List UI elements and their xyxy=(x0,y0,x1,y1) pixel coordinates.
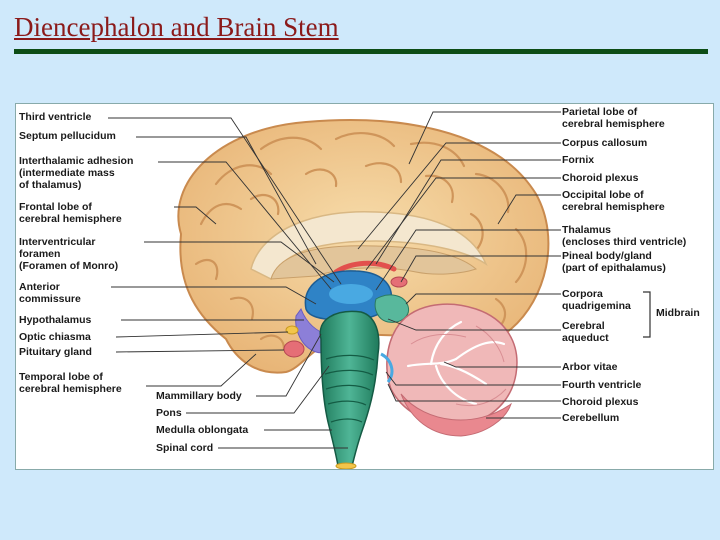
brain-diagram-panel: Third ventricle Septum pellucidum Intert… xyxy=(15,103,714,470)
label-septum-pellucidum: Septum pellucidum xyxy=(19,130,116,142)
label-fornix: Fornix xyxy=(562,154,594,166)
midbrain-bracket xyxy=(643,292,650,337)
label-thalamus: Thalamus (encloses third ventricle) xyxy=(562,224,686,248)
label-hypothalamus: Hypothalamus xyxy=(19,314,91,326)
label-temporal-lobe: Temporal lobe of cerebral hemisphere xyxy=(19,371,122,395)
label-third-ventricle: Third ventricle xyxy=(19,111,91,123)
cerebellum-shape xyxy=(387,304,517,436)
corpora-shape xyxy=(375,295,408,322)
label-corpus-callosum: Corpus callosum xyxy=(562,137,647,149)
label-optic-chiasma: Optic chiasma xyxy=(19,331,91,343)
label-interventricular-foramen: Interventricular foramen (Foramen of Mon… xyxy=(19,236,118,272)
label-frontal-lobe: Frontal lobe of cerebral hemisphere xyxy=(19,201,122,225)
label-interthalamic-adhesion: Interthalamic adhesion (intermediate mas… xyxy=(19,155,133,191)
pineal-shape xyxy=(391,277,407,287)
label-occipital-lobe: Occipital lobe of cerebral hemisphere xyxy=(562,189,665,213)
label-fourth-ventricle: Fourth ventricle xyxy=(562,379,641,391)
label-parietal-lobe: Parietal lobe of cerebral hemisphere xyxy=(562,106,665,130)
label-cerebellum: Cerebellum xyxy=(562,412,619,424)
optic-chiasma-shape xyxy=(286,326,298,334)
label-spinal-cord: Spinal cord xyxy=(156,442,213,454)
page-title: Diencephalon and Brain Stem xyxy=(14,12,339,43)
label-pons: Pons xyxy=(156,407,182,419)
label-anterior-commissure: Anterior commissure xyxy=(19,281,81,305)
label-pineal-body: Pineal body/gland (part of epithalamus) xyxy=(562,250,666,274)
title-underline-bar xyxy=(14,49,708,54)
label-midbrain: Midbrain xyxy=(656,307,700,319)
label-choroid-plexus-top: Choroid plexus xyxy=(562,172,638,184)
label-pituitary-gland: Pituitary gland xyxy=(19,346,92,358)
brain-stem xyxy=(320,311,379,469)
label-arbor-vitae: Arbor vitae xyxy=(562,361,617,373)
label-medulla-oblongata: Medulla oblongata xyxy=(156,424,248,436)
label-mammillary-body: Mammillary body xyxy=(156,390,242,402)
pituitary-shape xyxy=(284,341,304,357)
label-cerebral-aqueduct: Cerebral aqueduct xyxy=(562,320,609,344)
label-corpora-quadrigemina: Corpora quadrigemina xyxy=(562,288,631,312)
label-choroid-plexus-bottom: Choroid plexus xyxy=(562,396,638,408)
